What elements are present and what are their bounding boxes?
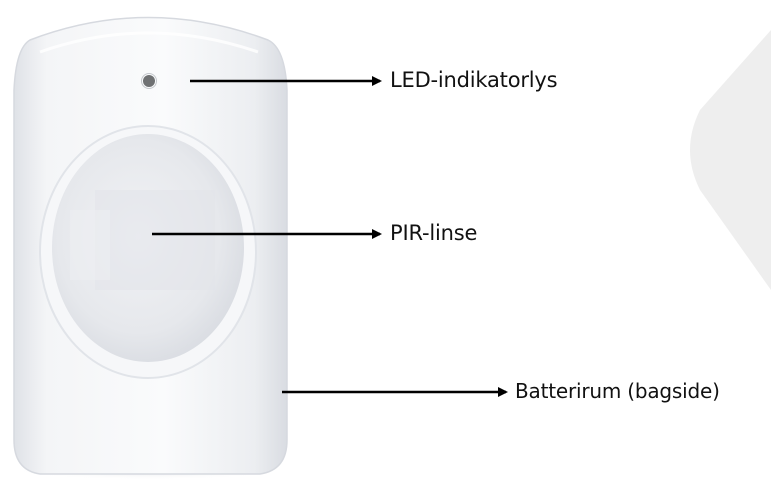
- label-battery-compartment: Batterirum (bagside): [515, 381, 720, 401]
- label-pir-lens: PIR-linse: [390, 223, 477, 244]
- background-shape: [690, 30, 771, 290]
- lens-reflection: [95, 190, 215, 290]
- label-led-indicator: LED-indikatorlys: [390, 70, 557, 91]
- lens-reflection-2: [70, 210, 110, 280]
- led-indicator: [143, 75, 155, 87]
